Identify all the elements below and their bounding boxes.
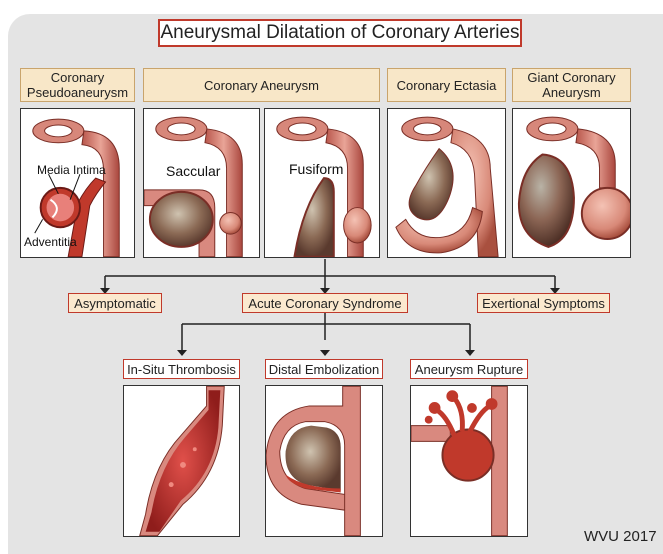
rupture-illustration [410,385,528,537]
embolization-illustration [265,385,383,537]
complication-thrombosis-label: In-Situ Thrombosis [123,359,240,379]
label-intima: Intima [73,163,106,177]
label-adventitia: Adventitia [24,235,77,249]
label-media: Media [37,163,70,177]
author-credit: WVU 2017 [584,528,657,545]
diagram-title: Aneurysmal Dilatation of Coronary Arteri… [158,19,522,47]
saccular-drawing [144,109,259,257]
thrombosis-drawing [124,386,239,536]
embolization-drawing [266,386,382,536]
ectasia-illustration [387,108,506,258]
ectasia-drawing [388,109,505,257]
pseudoaneurysm-illustration: Media Intima Adventitia [20,108,135,258]
complication-rupture-label: Aneurysm Rupture [410,359,528,379]
giant-aneurysm-illustration [512,108,631,258]
label-saccular: Saccular [166,163,220,179]
outcome-acute-coronary-syndrome: Acute Coronary Syndrome [242,293,408,313]
complication-embolization-label: Distal Embolization [265,359,383,379]
fusiform-drawing [265,109,379,257]
outcome-asymptomatic: Asymptomatic [68,293,162,313]
outcome-exertional-symptoms: Exertional Symptoms [477,293,610,313]
header-ectasia: Coronary Ectasia [387,68,506,102]
header-coronary-aneurysm: Coronary Aneurysm [143,68,380,102]
label-fusiform: Fusiform [289,161,343,177]
giant-drawing [513,109,630,257]
header-giant-aneurysm: Giant Coronary Aneurysm [512,68,631,102]
saccular-aneurysm-illustration: Saccular [143,108,260,258]
thrombosis-illustration [123,385,240,537]
header-pseudoaneurysm: Coronary Pseudoaneurysm [20,68,135,102]
rupture-drawing [411,386,527,536]
fusiform-aneurysm-illustration: Fusiform [264,108,380,258]
